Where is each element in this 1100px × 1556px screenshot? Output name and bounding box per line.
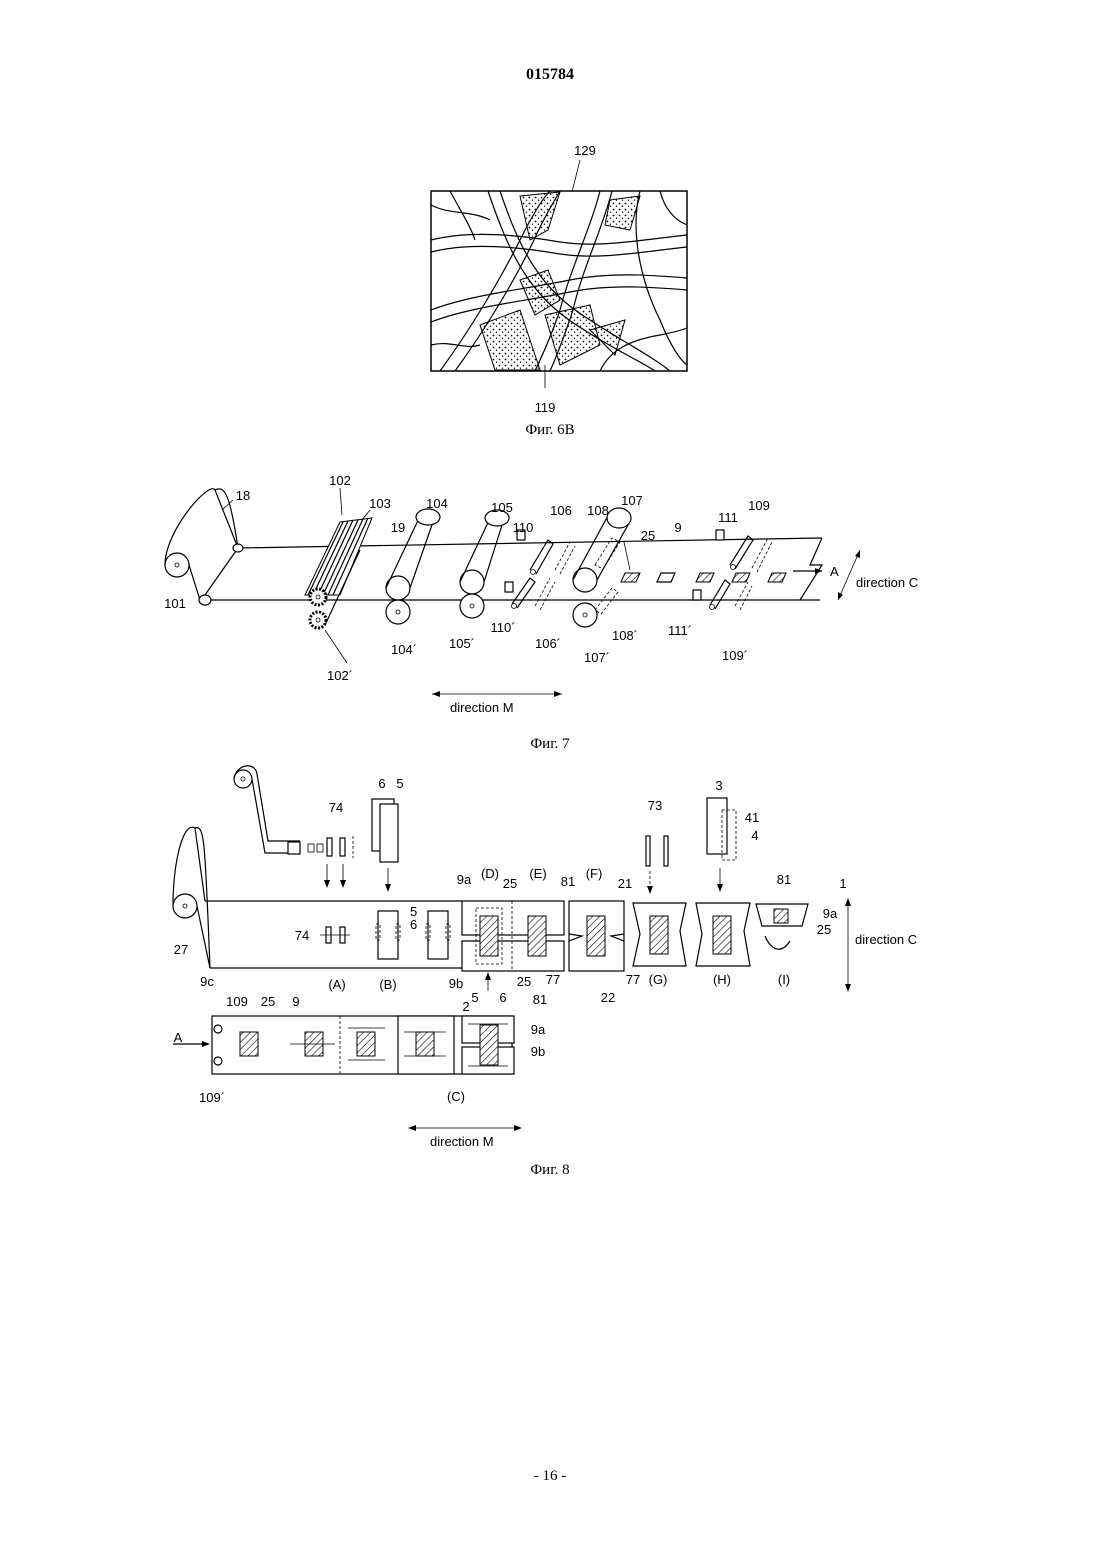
fig8-label-25-3: 25 bbox=[817, 922, 831, 937]
fig7-label-108p: 108´ bbox=[612, 628, 638, 643]
fig8-label-109p: 109´ bbox=[199, 1090, 225, 1105]
fig8-label-9b-1: 9b bbox=[449, 976, 463, 991]
fig7-label-102: 102 bbox=[329, 473, 351, 488]
fig8-label-9c: 9c bbox=[200, 974, 214, 989]
fig8-label-22: 22 bbox=[601, 990, 615, 1005]
fig8-label-9b-3: 9b bbox=[531, 1044, 545, 1059]
fig7-label-111p: 111´ bbox=[668, 623, 692, 638]
fig7-label-108: 108 bbox=[587, 503, 609, 518]
fig8-direction-m: direction M bbox=[430, 1134, 494, 1149]
fig8-section-G: (G) bbox=[649, 972, 668, 987]
fig8-label-77-2: 77 bbox=[626, 972, 640, 987]
fig7-label-104: 104 bbox=[426, 496, 448, 511]
fig8-label-74a: 74 bbox=[329, 800, 343, 815]
fig8-label-25-2: 25 bbox=[517, 974, 531, 989]
fig8-label-109: 109 bbox=[226, 994, 248, 1009]
fig8-section-C: (C) bbox=[447, 1089, 465, 1104]
fig6b-label-119: 119 bbox=[535, 400, 556, 415]
fig6b-caption: Фиг. 6B bbox=[0, 422, 1100, 439]
fig8-label-25-4: 25 bbox=[261, 994, 275, 1009]
fig7-label-18: 18 bbox=[236, 488, 250, 503]
figure-8: 6 5 74 74 27 9c 5 6 (A) (B) (D) (E) (F) … bbox=[0, 766, 1100, 1156]
fig7-label-106: 106 bbox=[550, 503, 572, 518]
fig8-label-73: 73 bbox=[648, 798, 662, 813]
fig7-label-104p: 104´ bbox=[391, 642, 417, 657]
fig8-section-F: (F) bbox=[586, 866, 603, 881]
fig8-label-9: 9 bbox=[292, 994, 299, 1009]
fig8-label-5b: 5 bbox=[471, 990, 478, 1005]
fig8-section-I: (I) bbox=[778, 972, 790, 987]
fig7-direction-m: direction M bbox=[450, 700, 514, 715]
fig8-section-A: (A) bbox=[328, 977, 345, 992]
fig8-label-21: 21 bbox=[618, 876, 632, 891]
fig7-label-109p: 109´ bbox=[722, 648, 748, 663]
fig8-caption: Фиг. 8 bbox=[0, 1162, 1100, 1179]
fig8-section-E: (E) bbox=[529, 866, 546, 881]
fig8-direction-c: direction C bbox=[855, 932, 917, 947]
fig8-label-77-1: 77 bbox=[546, 972, 560, 987]
fig7-label-103: 103 bbox=[369, 496, 391, 511]
fig8-section-B: (B) bbox=[379, 977, 396, 992]
fig7-label-A: A bbox=[830, 564, 839, 579]
fig7-direction-c: direction C bbox=[856, 575, 918, 590]
fig7-label-111: 111 bbox=[718, 510, 738, 525]
fig8-label-9a-3: 9a bbox=[531, 1022, 546, 1037]
fig7-label-25: 25 bbox=[641, 528, 655, 543]
fig8-label-6: 6 bbox=[378, 776, 385, 791]
fig8-label-4: 4 bbox=[751, 828, 758, 843]
fig7-label-102p: 102´ bbox=[327, 668, 353, 683]
fig8-label-2: 2 bbox=[462, 999, 469, 1014]
fig7-label-107p: 107´ bbox=[584, 650, 610, 665]
fig8-label-6b: 6 bbox=[499, 990, 506, 1005]
fig8-label-1: 1 bbox=[839, 876, 846, 891]
fig7-label-110p: 110´ bbox=[490, 620, 515, 635]
fig6b-label-129: 129 bbox=[574, 143, 596, 158]
fiber-network bbox=[431, 191, 687, 371]
fig8-label-25-1: 25 bbox=[503, 876, 517, 891]
fig7-label-105: 105 bbox=[491, 500, 513, 515]
fig7-label-9: 9 bbox=[674, 520, 681, 535]
document-number: 015784 bbox=[0, 66, 1100, 84]
fig8-label-81-3: 81 bbox=[777, 872, 791, 887]
fig7-label-105p: 105´ bbox=[449, 636, 475, 651]
fig8-label-81-2: 81 bbox=[533, 992, 547, 1007]
gear-roller-102 bbox=[305, 518, 372, 628]
fig8-label-9a-1: 9a bbox=[457, 872, 472, 887]
fig8-label-9a-2: 9a bbox=[823, 906, 838, 921]
fig8-label-A: A bbox=[174, 1030, 183, 1045]
fig7-caption: Фиг. 7 bbox=[0, 736, 1100, 753]
fig8-label-74b: 74 bbox=[295, 928, 309, 943]
page-number: - 16 - bbox=[0, 1468, 1100, 1485]
fig8-label-5: 5 bbox=[396, 776, 403, 791]
fig7-label-106p: 106´ bbox=[535, 636, 561, 651]
fig7-label-107: 107 bbox=[621, 493, 643, 508]
fig8-label-41: 41 bbox=[745, 810, 759, 825]
figure-7: 101 18 102 103 102´ 19 104 104´ 105 105´… bbox=[0, 470, 1100, 730]
fig8-label-81-1: 81 bbox=[561, 874, 575, 889]
fig7-label-110: 110 bbox=[513, 520, 534, 535]
fig8-section-H: (H) bbox=[713, 972, 731, 987]
figure-6b: 129 119 bbox=[0, 130, 1100, 430]
fig8-label-6c: 6 bbox=[410, 917, 417, 932]
fig8-section-D: (D) bbox=[481, 866, 499, 881]
fig8-label-27: 27 bbox=[174, 942, 188, 957]
fig7-label-101: 101 bbox=[164, 596, 186, 611]
fig7-label-109: 109 bbox=[748, 498, 770, 513]
fig8-label-3: 3 bbox=[715, 778, 722, 793]
fig7-label-19: 19 bbox=[391, 520, 405, 535]
